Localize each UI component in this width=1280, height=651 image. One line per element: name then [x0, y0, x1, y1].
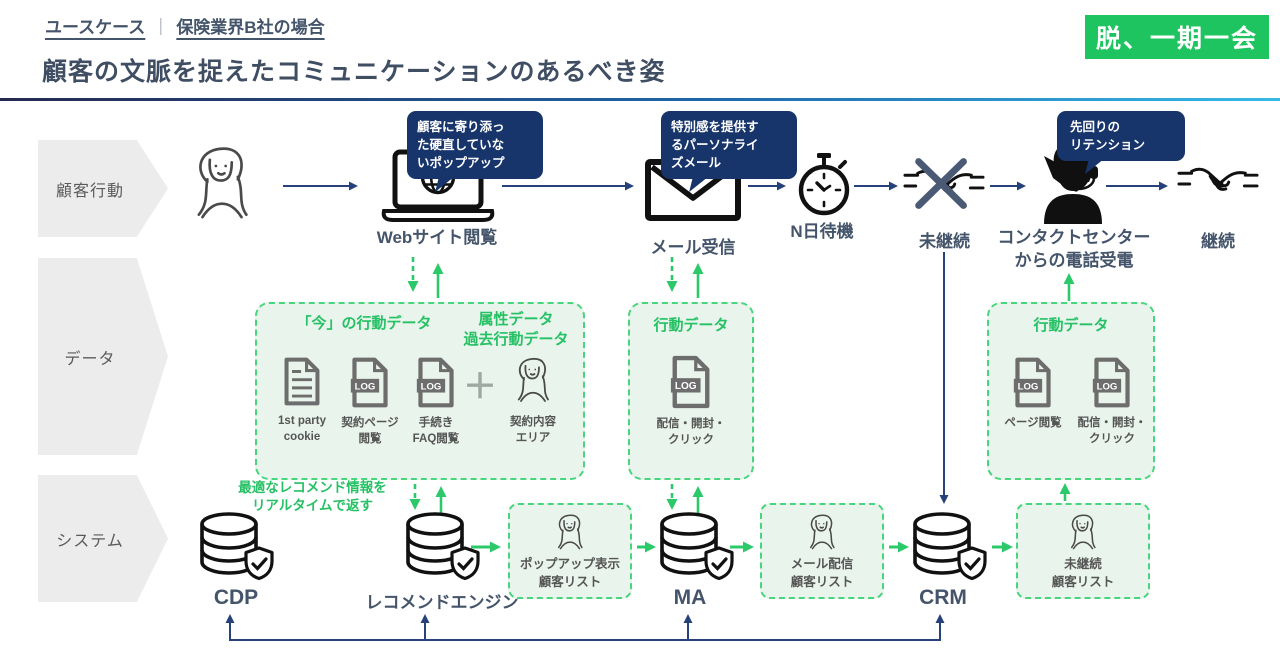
data-item-caption: 1st party cookie [278, 415, 326, 444]
person-icon [1070, 514, 1096, 550]
callout-popup: 顧客に寄り添っ た硬直していな いポップアップ [407, 111, 543, 180]
log-file-icon: LOG [1092, 357, 1130, 408]
handshake-icon [1177, 156, 1259, 210]
popup-customer-list: ポップアップ表示 顧客リスト [508, 503, 632, 599]
data-box1-header-left: 「今」の行動データ [296, 315, 432, 332]
step-label-web: Webサイト閲覧 [376, 228, 498, 247]
breadcrumb-tag: ユースケース [45, 18, 146, 37]
log-file-icon: LOG [416, 357, 454, 408]
stopwatch-icon [797, 151, 851, 219]
document-icon [284, 357, 320, 406]
data-item-caption: ページ閲覧 [1004, 417, 1062, 429]
list-label: メール配信 顧客リスト [790, 557, 854, 589]
step-label-wait: N日待機 [790, 222, 854, 241]
data-box3-header: 行動データ [1033, 317, 1109, 334]
churn-customer-list: 未継続 顧客リスト [1016, 503, 1150, 599]
step-label-churn: 未継続 [919, 232, 970, 251]
step-label-contact-center: コンタクトセンター からの電話受電 [997, 228, 1151, 270]
plus-sign: ＋ [463, 368, 497, 406]
log-file-icon: LOG [670, 355, 710, 409]
system-label-ma: MA [673, 586, 707, 609]
data-box1-header-right: 属性データ 過去行動データ [463, 311, 569, 348]
person-icon [557, 514, 583, 550]
lane-data: データ [38, 258, 168, 455]
data-item-contract-content: 契約内容 エリア [489, 352, 577, 446]
list-label: ポップアップ表示 顧客リスト [519, 557, 620, 589]
breadcrumb-separator: ｜ [152, 18, 170, 37]
log-file-icon: LOG [1013, 357, 1051, 408]
ma-database-icon [656, 510, 736, 584]
mail-customer-list: メール配信 顧客リスト [760, 503, 884, 599]
page-title: 顧客の文脈を捉えたコミュニケーションのあるべき姿 [42, 58, 666, 86]
data-item-page-view: LOG ページ閲覧 [995, 356, 1071, 431]
title-divider [0, 98, 1280, 101]
recommend-note: 最適なレコメンド情報を リアルタイムで返す [238, 480, 387, 513]
data-item-caption: 契約ページ 閲覧 [341, 417, 399, 446]
log-icon-label: LOG [1018, 381, 1039, 392]
handshake-x-icon [903, 158, 985, 212]
data-item-mail-log: LOG 配信・開封・ クリック [630, 354, 752, 448]
log-icon-label: LOG [355, 381, 376, 392]
system-label-cdp: CDP [213, 586, 259, 609]
list-label: 未継続 顧客リスト [1051, 557, 1115, 589]
data-item-caption: 配信・開封・ クリック [656, 418, 726, 447]
lane-system: システム [38, 475, 168, 602]
breadcrumb-subtitle: 保険業界B社の場合 [176, 18, 325, 37]
data-item-faq: LOG 手続き FAQ閲覧 [405, 356, 467, 447]
log-icon-label: LOG [675, 381, 697, 392]
log-icon-label: LOG [1097, 381, 1118, 392]
system-label-crm: CRM [919, 586, 967, 609]
data-box-contact-behavior: 行動データ LOG ページ閲覧 LOG 配信・開封・ クリック [987, 302, 1155, 480]
person-icon [517, 358, 549, 402]
data-item-contract-page: LOG 契約ページ 閲覧 [337, 356, 403, 447]
data-item-caption: 手続き FAQ閲覧 [412, 417, 460, 446]
callout-personalized-mail: 特別感を提供す るパーソナライ ズメール [661, 111, 797, 180]
crm-database-icon [909, 510, 989, 584]
log-icon-label: LOG [421, 381, 442, 392]
data-box-now-behavior: 「今」の行動データ 属性データ 過去行動データ 1st party cookie… [255, 302, 585, 480]
data-box2-header: 行動データ [653, 317, 729, 334]
step-label-mail: メール受信 [650, 238, 736, 257]
data-item-caption: 契約内容 エリア [510, 416, 556, 445]
log-file-icon: LOG [350, 357, 388, 408]
customer-icon [183, 140, 261, 226]
system-label-recommend: レコメンドエンジン [365, 593, 519, 612]
recommend-database-icon [402, 510, 482, 584]
data-item-delivery-log: LOG 配信・開封・ クリック [1073, 356, 1151, 447]
lane-customer-behavior: 顧客行動 [38, 140, 168, 237]
data-item-caption: 配信・開封・ クリック [1077, 417, 1147, 446]
step-label-continue: 継続 [1201, 232, 1235, 251]
slogan-badge: 脱、一期一会 [1085, 15, 1270, 59]
data-item-cookie: 1st party cookie [267, 356, 337, 445]
callout-retention: 先回りの リテンション [1057, 111, 1185, 162]
breadcrumb: ユースケース ｜ 保険業界B社の場合 [45, 13, 325, 38]
person-icon [809, 514, 835, 550]
cdp-database-icon [196, 510, 276, 584]
data-box-mail-behavior: 行動データ LOG 配信・開封・ クリック [628, 302, 754, 480]
